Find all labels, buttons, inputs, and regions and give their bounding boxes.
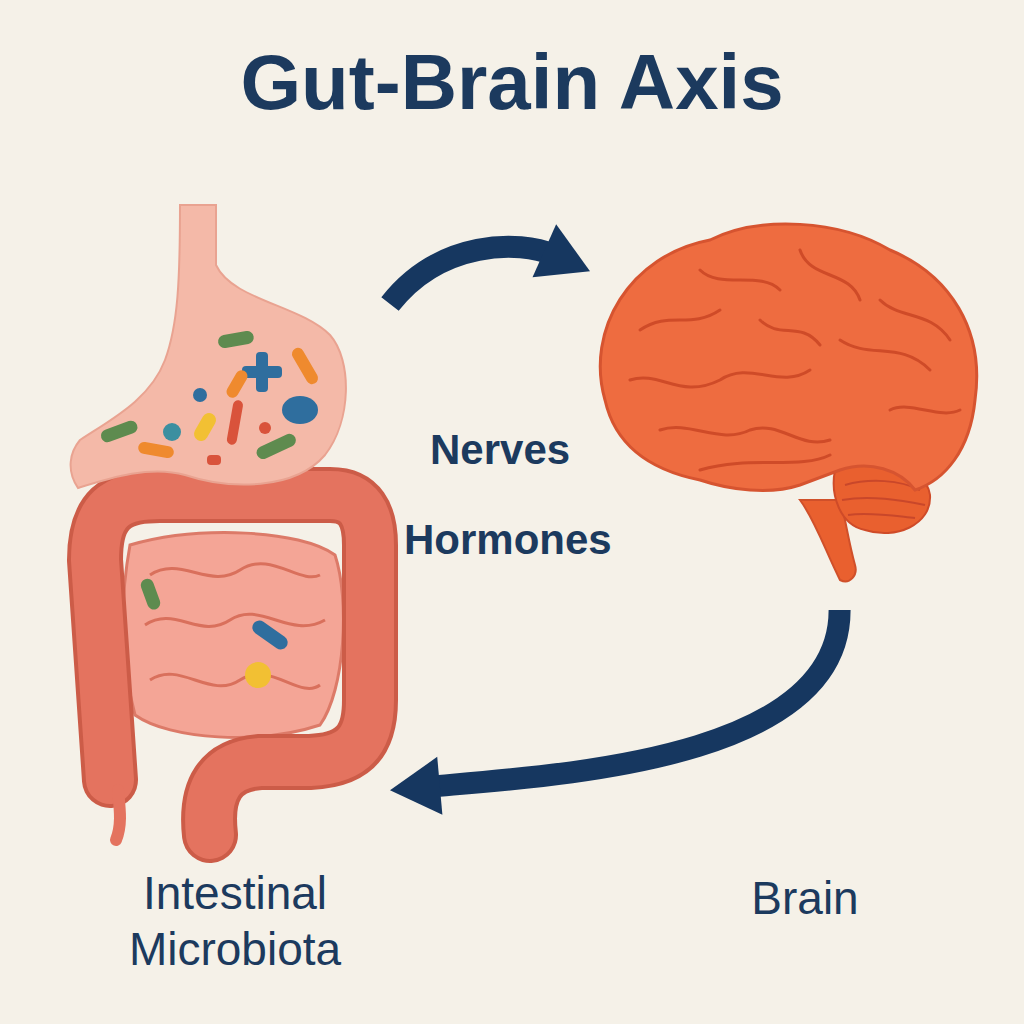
stomach-part bbox=[224, 368, 249, 400]
connection-label-box: Nerves bbox=[430, 425, 570, 475]
stomach-part bbox=[191, 411, 218, 444]
node-label: Brain bbox=[705, 870, 905, 926]
node-label-box: Intestinal Microbiota bbox=[110, 865, 360, 977]
stomach-part bbox=[99, 419, 139, 444]
curved-arrow bbox=[390, 224, 590, 304]
intestines-part bbox=[150, 674, 320, 688]
intestines-part bbox=[123, 533, 343, 738]
stomach-part bbox=[226, 399, 244, 445]
intestines bbox=[95, 495, 370, 840]
brain-part-part bbox=[840, 340, 930, 370]
stomach-part bbox=[137, 441, 175, 459]
intestines-part bbox=[145, 614, 325, 626]
brain-part-part bbox=[760, 320, 820, 345]
brain-part-part bbox=[880, 300, 950, 340]
title-box: Gut-Brain Axis bbox=[0, 40, 1024, 126]
brain-part-part bbox=[700, 270, 780, 290]
brain-part-part bbox=[800, 250, 860, 300]
connection-label: Nerves bbox=[430, 425, 570, 475]
stomach-part bbox=[207, 455, 221, 465]
stomach bbox=[71, 205, 346, 488]
arrow-shaft bbox=[430, 610, 840, 787]
intestines-part bbox=[95, 495, 370, 835]
stomach-part bbox=[290, 346, 320, 387]
brain bbox=[600, 224, 976, 581]
intestines-part bbox=[139, 577, 162, 612]
intestines-part bbox=[250, 618, 291, 652]
stomach-part bbox=[193, 388, 207, 402]
stomach-part bbox=[217, 330, 255, 349]
brain-part-part bbox=[660, 428, 830, 443]
intestines-part bbox=[95, 495, 370, 835]
organ-node: Brain bbox=[590, 225, 980, 610]
stomach-part bbox=[242, 366, 282, 378]
stomach-part bbox=[259, 422, 271, 434]
node-label-box: Brain bbox=[705, 870, 905, 926]
arrow-head bbox=[533, 224, 590, 277]
connection-label: Hormones bbox=[404, 515, 612, 565]
brain-part-part bbox=[630, 370, 810, 387]
arrow-head bbox=[390, 757, 442, 815]
brain-part bbox=[630, 250, 960, 470]
brain-part-part bbox=[890, 407, 960, 413]
stomach-part bbox=[254, 432, 298, 462]
title: Gut-Brain Axis bbox=[0, 40, 1024, 126]
curved-arrow bbox=[390, 610, 840, 815]
connection-label-box: Hormones bbox=[404, 515, 612, 565]
stomach-part bbox=[282, 396, 318, 424]
intestines-part bbox=[245, 662, 271, 688]
arrow-shaft bbox=[390, 247, 553, 304]
intestines-part bbox=[150, 564, 320, 577]
brain-part-part bbox=[640, 310, 720, 330]
organ-node: Intestinal Microbiota bbox=[40, 200, 390, 850]
node-label: Intestinal Microbiota bbox=[110, 865, 360, 977]
brain-part bbox=[600, 224, 976, 490]
brain-part-part bbox=[700, 455, 830, 470]
stomach-part bbox=[163, 423, 181, 441]
stomach-part bbox=[71, 205, 346, 488]
intestines-part bbox=[116, 790, 120, 840]
